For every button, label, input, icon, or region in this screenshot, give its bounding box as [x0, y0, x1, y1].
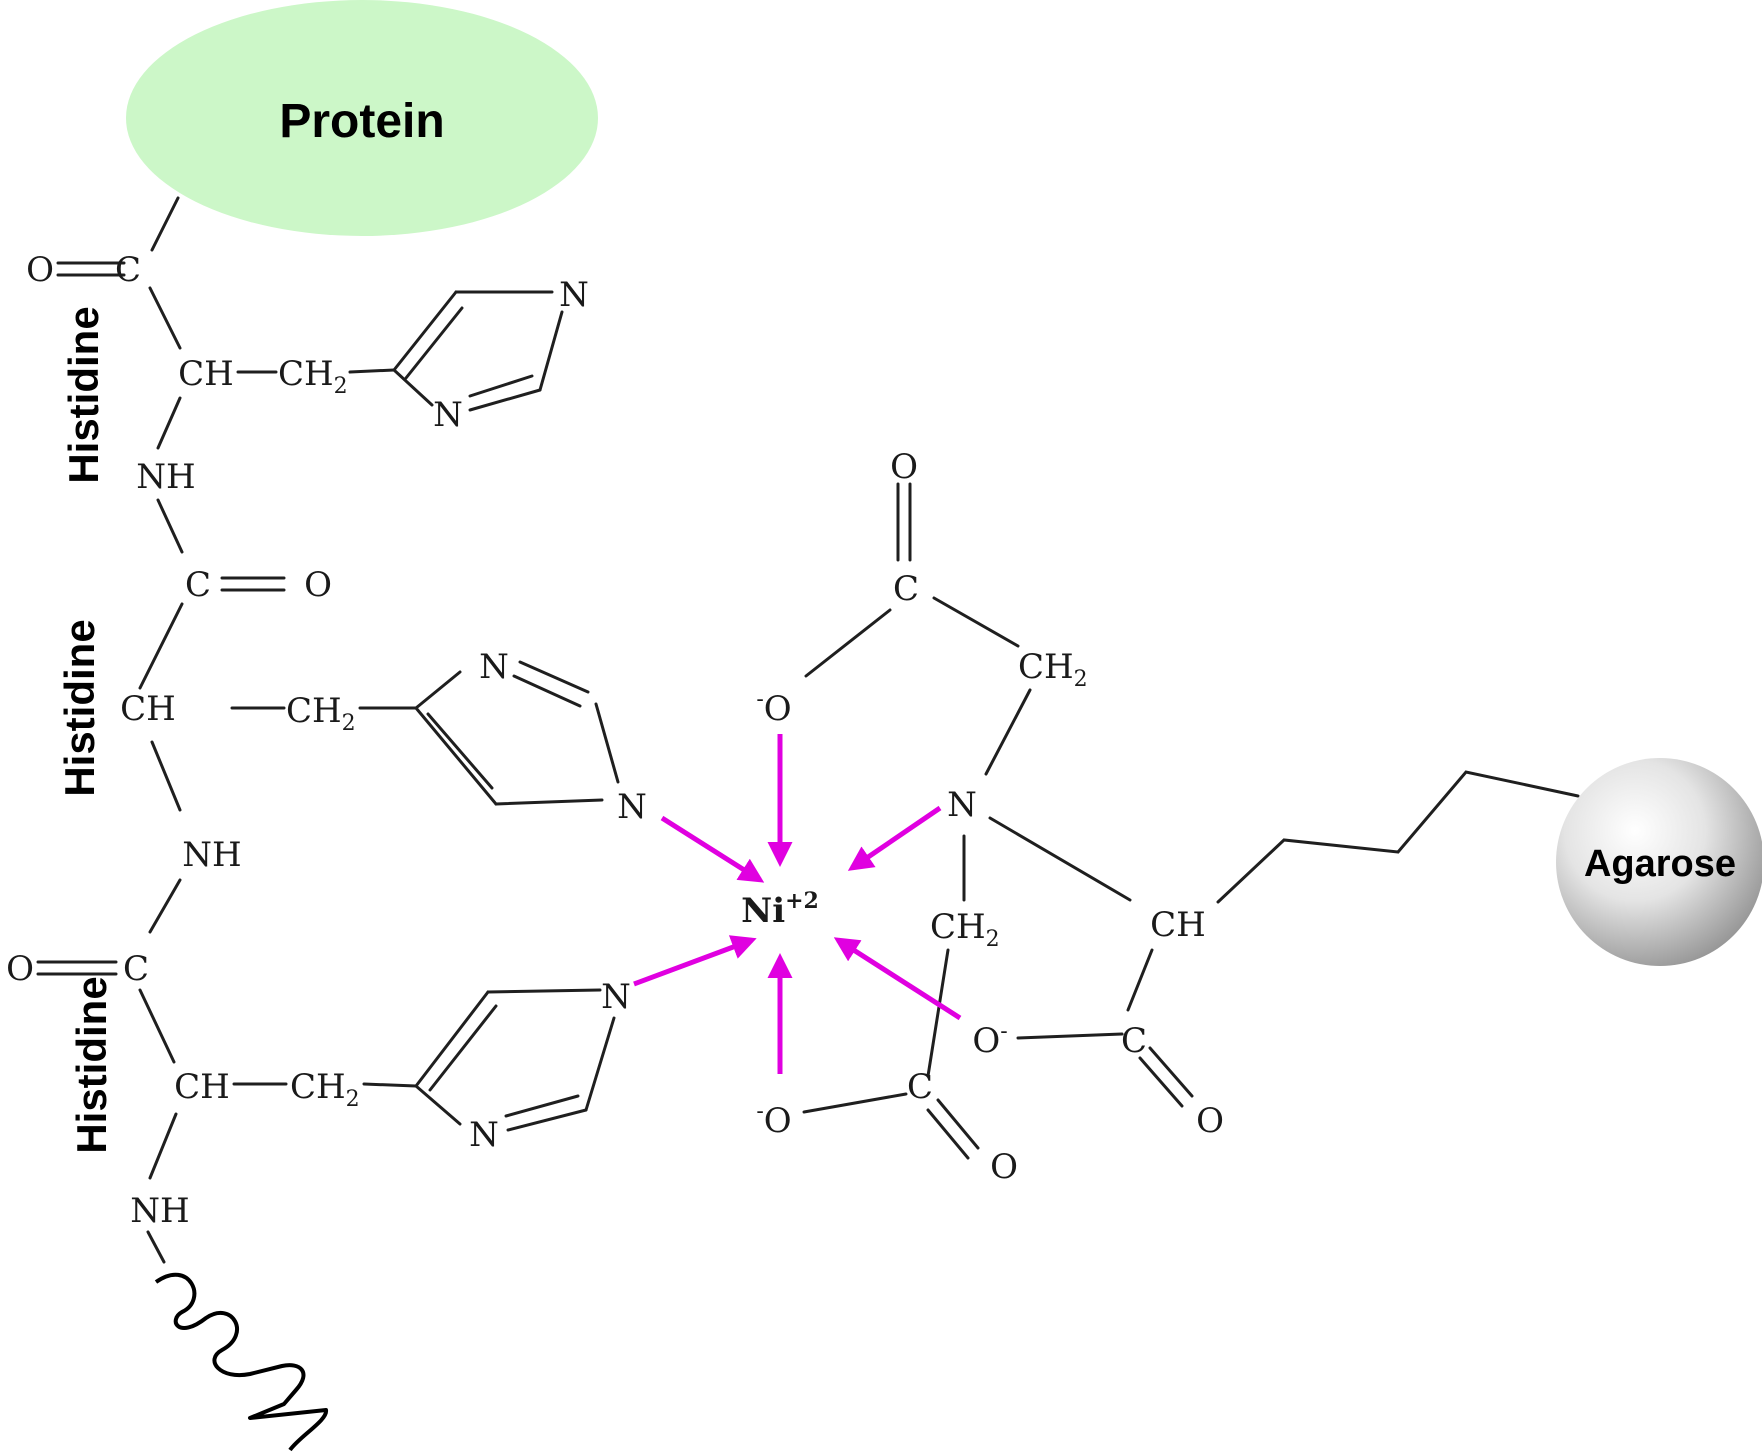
nta-carboxylate-o-top: -O: [756, 687, 791, 729]
ring-n-2b: N: [617, 787, 647, 827]
alpha-ch-3: CH: [174, 1067, 230, 1107]
protein-ellipse: [126, 0, 598, 236]
carbonyl-c-1: C: [115, 250, 141, 290]
nta-alpha-ch: CH: [1150, 905, 1206, 945]
nta-bonds: [802, 482, 1194, 1160]
nta-carbonyl-o-bottom: O: [990, 1147, 1018, 1187]
ring-n-2a: N: [479, 647, 509, 687]
nta-carboxylate-o-bottom: -O: [756, 1099, 791, 1141]
ring-n-1b: N: [433, 395, 463, 435]
nta-carbonyl-c-bottom: C: [907, 1067, 933, 1107]
methylene-ch-3: CH2: [290, 1067, 360, 1112]
alpha-ch-1: CH: [178, 354, 234, 394]
ring-n-1a: N: [559, 275, 589, 315]
imidazole-ring-1: [348, 290, 564, 412]
nta-methylene-mid: CH2: [930, 907, 1000, 952]
imidazole-ring-3: [362, 988, 616, 1132]
chain-continuation-squiggle: [154, 1272, 328, 1452]
amide-nh-2: NH: [182, 835, 241, 875]
nta-carbonyl-o-top: O: [890, 447, 918, 487]
histidine-label-1: Histidine: [60, 306, 107, 483]
imidazole-ring-2: [358, 660, 620, 806]
ring-n-3b: N: [469, 1115, 499, 1155]
carbonyl-c-3: C: [123, 949, 149, 989]
nta-amine-n: N: [947, 785, 977, 825]
histidine-label-2: Histidine: [56, 619, 103, 796]
methylene-ch-1: CH2: [278, 354, 348, 399]
ring-n-3a: N: [601, 977, 631, 1017]
nta-methylene-top: CH2: [1018, 647, 1088, 692]
agarose-linker: [1216, 770, 1580, 904]
nta-carbonyl-c-right: C: [1121, 1021, 1147, 1061]
amide-nh-3: NH: [130, 1191, 189, 1231]
coordination-arrows: [633, 734, 962, 1074]
protein-label: Protein: [279, 95, 444, 148]
carbonyl-o-1: O: [26, 250, 54, 290]
histidine-label-3: Histidine: [68, 976, 115, 1153]
carbonyl-o-2: O: [304, 565, 332, 605]
alpha-ch-2: CH: [120, 689, 176, 729]
nta-carboxylate-o-right: O-: [972, 1019, 1007, 1061]
side-chain-bonds: [230, 370, 288, 1086]
carbonyl-o-3: O: [6, 949, 34, 989]
methylene-ch-2: CH2: [286, 691, 356, 736]
nickel-ion: Ni+2: [741, 888, 819, 931]
nta-carbonyl-c-top: C: [893, 569, 919, 609]
backbone-bonds: [36, 196, 286, 1264]
agarose-label: Agarose: [1584, 843, 1736, 885]
nta-carbonyl-o-right: O: [1196, 1101, 1224, 1141]
amide-nh-1: NH: [136, 457, 195, 497]
carbonyl-c-2: C: [185, 565, 211, 605]
agarose-bead: [1556, 758, 1762, 966]
